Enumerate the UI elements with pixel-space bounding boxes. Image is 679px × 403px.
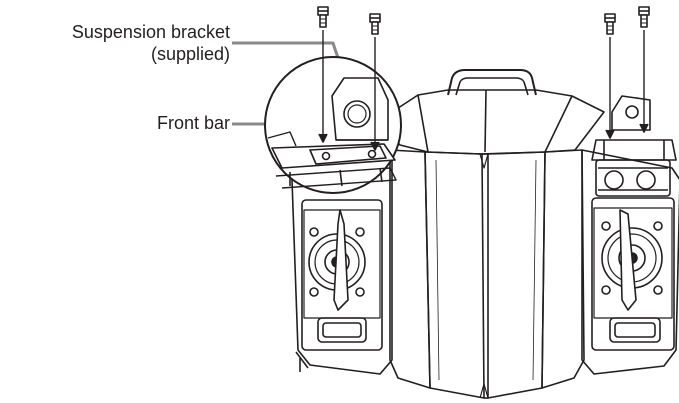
right-side-cabinet [581, 95, 679, 375]
bolt-2 [369, 13, 381, 151]
label-suspension-bracket-line2: (supplied) [150, 44, 230, 64]
detail-magnifier [264, 56, 402, 194]
top-seam [484, 89, 487, 153]
carry-handle [447, 69, 537, 96]
label-suspension-bracket-line1: Suspension bracket [71, 22, 230, 42]
label-suspension-bracket: Suspension bracket (supplied) [8, 21, 230, 65]
bolt-3 [604, 13, 616, 139]
array-top-surface [379, 89, 605, 155]
top-crease-right [544, 95, 573, 153]
bolt-4 [638, 6, 650, 133]
top-crease-left [417, 94, 429, 153]
bolt-1 [317, 6, 329, 143]
label-front-bar: Front bar [156, 113, 230, 133]
center-cabinets [389, 149, 585, 399]
